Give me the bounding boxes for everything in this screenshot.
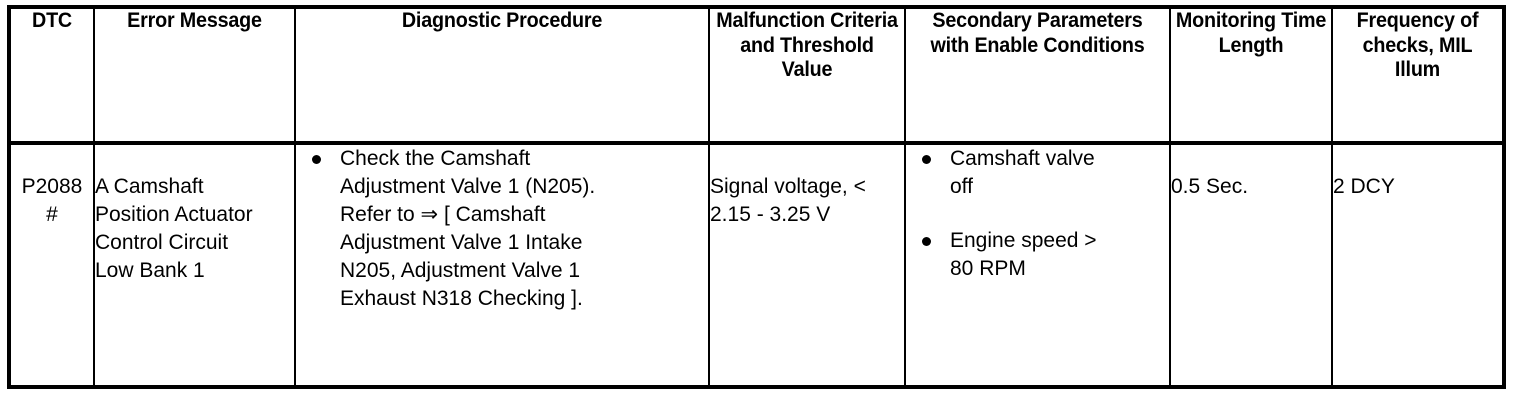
bullet-icon bbox=[922, 236, 931, 246]
column-header-monitoring-time-length: Monitoring Time Length bbox=[1169, 7, 1333, 145]
column-header-malfunction-criteria-label: Malfunction Criteria and Threshold Value bbox=[716, 9, 898, 82]
list-item: Engine speed > 80 RPM bbox=[920, 227, 1169, 283]
cell-malfunction-criteria: Signal voltage, < 2.15 - 3.25 V bbox=[708, 143, 906, 387]
cell-error-message: A Camshaft Position Actuator Control Cir… bbox=[93, 143, 296, 387]
column-header-dtc-label: DTC bbox=[31, 9, 73, 32]
secondary-parameters-list: Camshaft valve off Engine speed > 80 RPM bbox=[906, 145, 1169, 283]
cell-frequency-of-checks: 2 DCY bbox=[1331, 143, 1504, 387]
dtc-code-value: P2088 # bbox=[21, 174, 83, 226]
column-header-dtc: DTC bbox=[9, 7, 95, 145]
column-header-secondary-parameters: Secondary Parameters with Enable Conditi… bbox=[904, 7, 1171, 145]
diagnostic-procedure-list: Check the Camshaft Adjustment Valve 1 (N… bbox=[296, 145, 708, 313]
malfunction-criteria-value: Signal voltage, < 2.15 - 3.25 V bbox=[710, 174, 866, 226]
column-header-diagnostic-procedure-label: Diagnostic Procedure bbox=[401, 9, 603, 32]
header-row: DTC Error Message Diagnostic Procedure M… bbox=[9, 7, 1504, 145]
column-header-monitoring-time-length-label: Monitoring Time Length bbox=[1175, 9, 1327, 57]
table-row: P2088 # A Camshaft Position Actuator Con… bbox=[9, 143, 1504, 387]
column-header-diagnostic-procedure: Diagnostic Procedure bbox=[294, 7, 710, 145]
frequency-of-checks-value: 2 DCY bbox=[1333, 174, 1395, 198]
cell-dtc-code: P2088 # bbox=[9, 143, 95, 387]
cell-monitoring-time-length: 0.5 Sec. bbox=[1169, 143, 1333, 387]
column-header-error-message: Error Message bbox=[93, 7, 296, 145]
monitoring-time-length-value: 0.5 Sec. bbox=[1171, 174, 1249, 198]
list-item: Check the Camshaft Adjustment Valve 1 (N… bbox=[310, 145, 708, 313]
cell-secondary-parameters: Camshaft valve off Engine speed > 80 RPM bbox=[904, 143, 1171, 387]
error-message-value: A Camshaft Position Actuator Control Cir… bbox=[95, 174, 253, 282]
dtc-diagnostic-table: DTC Error Message Diagnostic Procedure M… bbox=[7, 5, 1506, 389]
table-header: DTC Error Message Diagnostic Procedure M… bbox=[9, 7, 1504, 145]
bullet-icon bbox=[922, 155, 931, 164]
secondary-parameter-text: Camshaft valve off bbox=[950, 147, 1095, 198]
column-header-frequency-of-checks-label: Frequency of checks, MIL Illum bbox=[1356, 9, 1479, 82]
column-header-frequency-of-checks: Frequency of checks, MIL Illum bbox=[1331, 7, 1504, 145]
secondary-parameter-text: Engine speed > 80 RPM bbox=[950, 228, 1097, 280]
diagnostic-procedure-text: Check the Camshaft Adjustment Valve 1 (N… bbox=[340, 147, 596, 310]
bullet-icon bbox=[312, 155, 321, 164]
cell-diagnostic-procedure: Check the Camshaft Adjustment Valve 1 (N… bbox=[294, 143, 710, 387]
table-body: P2088 # A Camshaft Position Actuator Con… bbox=[9, 143, 1504, 387]
column-header-secondary-parameters-label: Secondary Parameters with Enable Conditi… bbox=[930, 9, 1145, 57]
column-header-malfunction-criteria: Malfunction Criteria and Threshold Value bbox=[708, 7, 906, 145]
column-header-error-message-label: Error Message bbox=[127, 9, 262, 32]
list-item: Camshaft valve off bbox=[920, 145, 1169, 201]
